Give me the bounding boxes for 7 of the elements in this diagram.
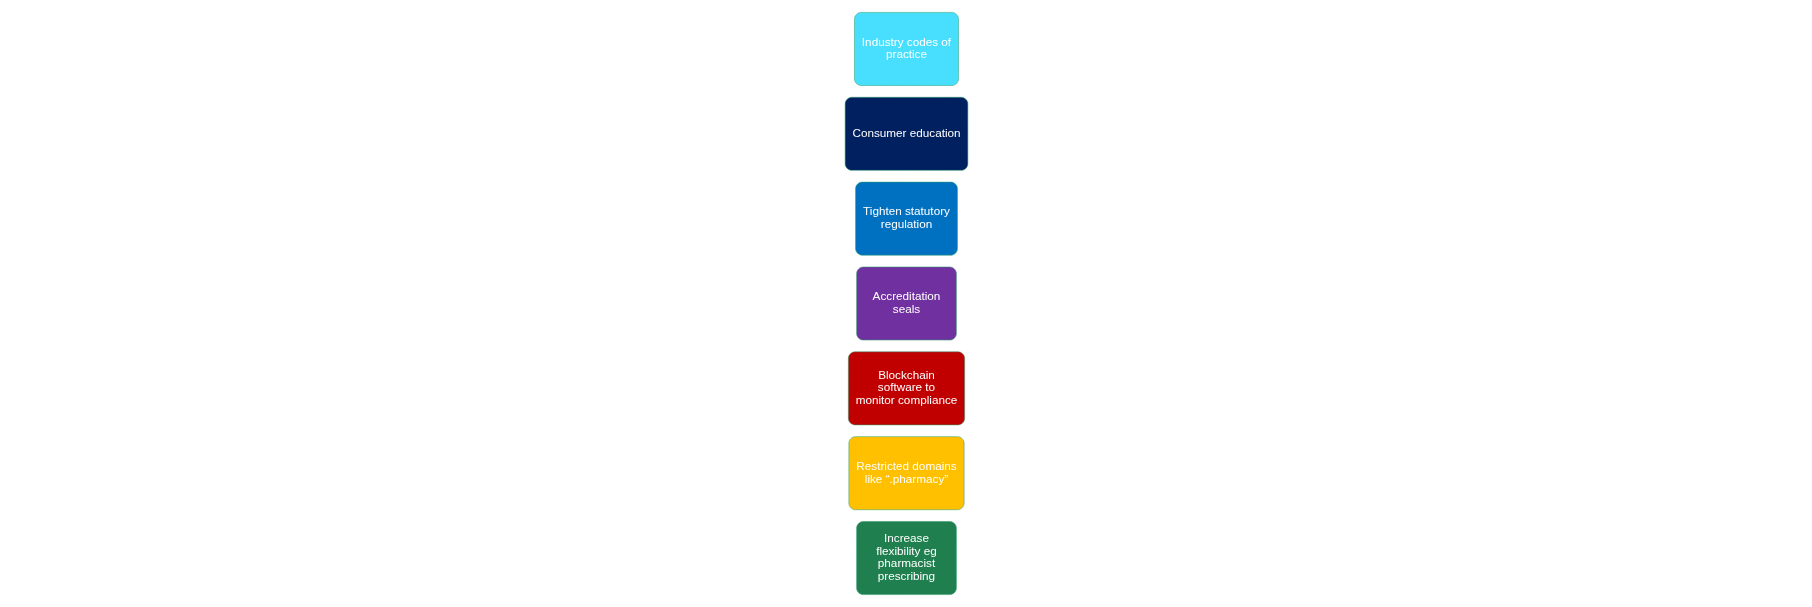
node-box: Increase flexibility eg pharmacist prescribing <box>855 521 957 595</box>
node-box: Restricted domains like “.pharmacy” <box>848 436 964 510</box>
node-box: Blockchain software to monitor compliance <box>847 351 965 426</box>
node-box: Tighten statutory regulation <box>854 181 958 256</box>
node-box: Consumer education <box>844 97 968 171</box>
node-box: Accreditation seals <box>855 266 957 341</box>
node-box: Industry codes of practice <box>853 12 959 86</box>
